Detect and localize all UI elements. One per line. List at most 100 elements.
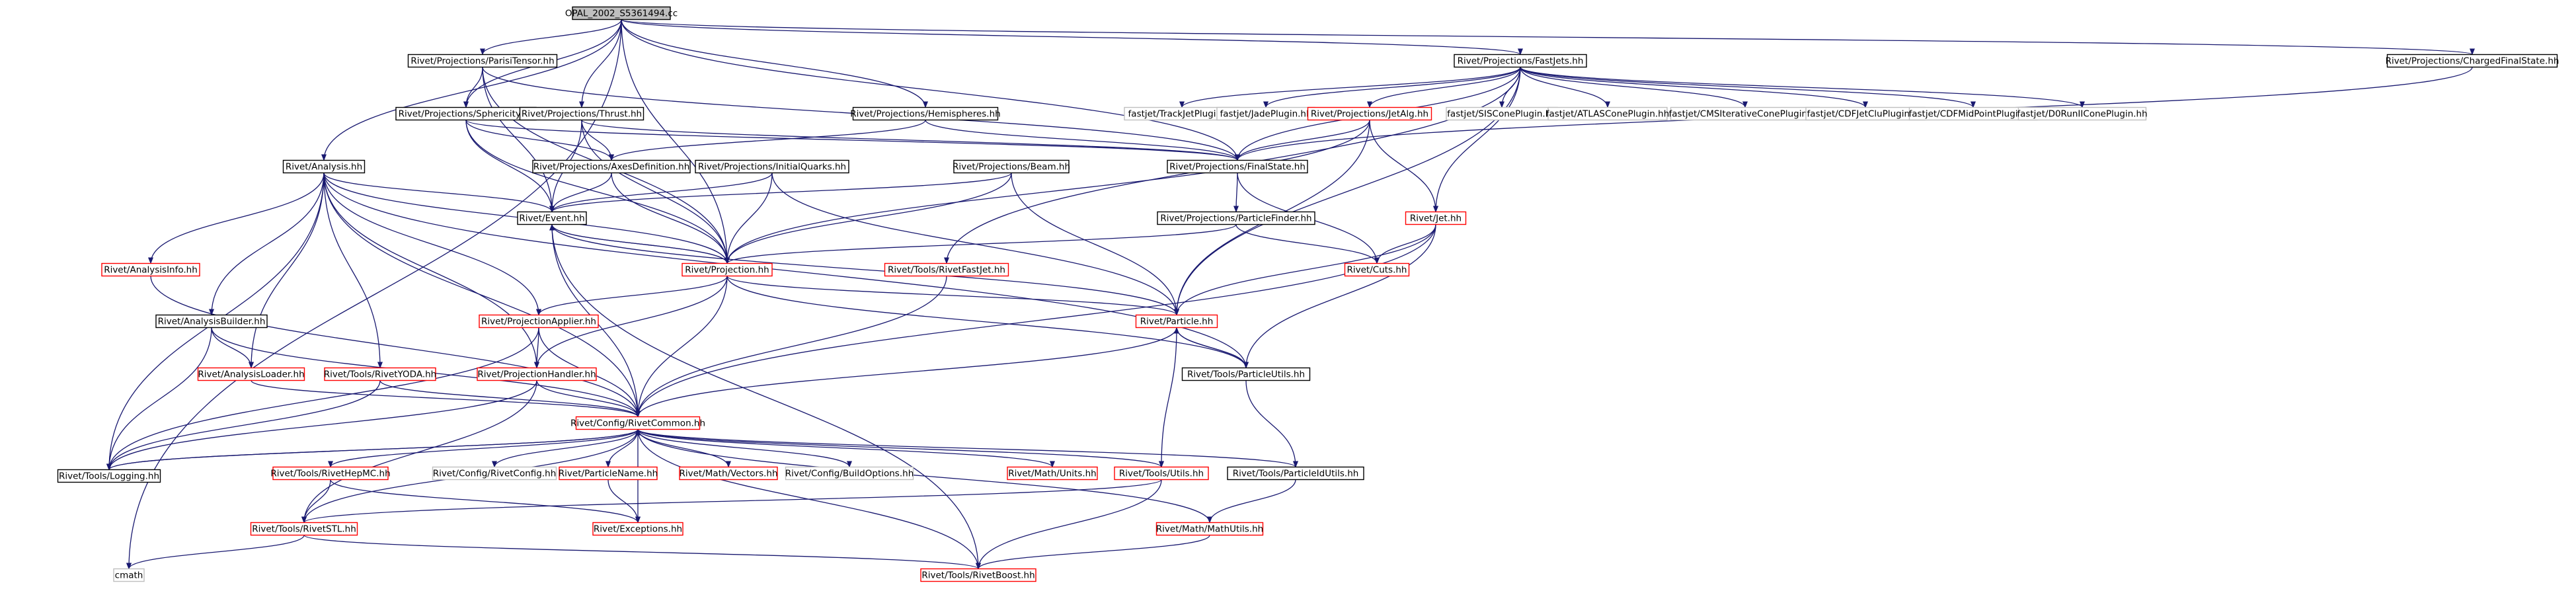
- edge-projection-to-particle: [726, 275, 1179, 316]
- node-chargedfs[interactable]: Rivet/Projections/ChargedFinalState.hh: [2386, 54, 2559, 68]
- edge-root-to-cmath: [126, 19, 622, 570]
- node-label: Rivet/Analysis.hh: [286, 162, 362, 173]
- node-jet[interactable]: Rivet/Jet.hh: [1405, 211, 1467, 225]
- node-utils[interactable]: Rivet/Tools/Utils.hh: [1114, 466, 1209, 481]
- node-buildoptions: Rivet/Config/BuildOptions.hh: [785, 466, 914, 481]
- edge-fastjets-to-cmsiter: [1520, 67, 1748, 108]
- node-box: [852, 106, 999, 121]
- node-box: [324, 367, 436, 381]
- node-label: fastjet/D0RunIIConePlugin.hh: [2017, 109, 2147, 120]
- node-particlefinder[interactable]: Rivet/Projections/ParticleFinder.hh: [1157, 211, 1315, 225]
- node-projection[interactable]: Rivet/Projection.hh: [682, 262, 773, 277]
- node-sphericity[interactable]: Rivet/Projections/Sphericity.hh: [395, 106, 537, 121]
- edge-projection-to-rivetcommon: [635, 276, 728, 418]
- node-rivetstl[interactable]: Rivet/Tools/RivetSTL.hh: [250, 522, 358, 536]
- edge-root-to-finalstate: [621, 19, 1240, 161]
- edge-jetalg-to-projection: [724, 120, 1370, 264]
- edge-rivethepmc-to-exceptions: [330, 479, 641, 524]
- node-cuts[interactable]: Rivet/Cuts.hh: [1344, 262, 1410, 277]
- edge-analysisloader-to-rivetcommon: [251, 379, 641, 418]
- node-rivetcommon[interactable]: Rivet/Config/RivetCommon.hh: [570, 416, 705, 430]
- node-exceptions[interactable]: Rivet/Exceptions.hh: [592, 522, 683, 536]
- node-particlename[interactable]: Rivet/ParticleName.hh: [559, 466, 658, 481]
- node-hemispheres[interactable]: Rivet/Projections/Hemispheres.hh: [850, 106, 1001, 121]
- node-finalstate[interactable]: Rivet/Projections/FinalState.hh: [1167, 159, 1308, 174]
- node-box: [1307, 106, 1432, 121]
- edge-particleidutils-to-mathutils: [1207, 479, 1296, 524]
- node-jade: fastjet/JadePlugin.hh: [1216, 106, 1315, 121]
- node-analysisbuilder[interactable]: Rivet/AnalysisBuilder.hh: [155, 314, 268, 329]
- node-label: Rivet/Tools/RivetHepMC.hh: [270, 469, 390, 479]
- node-vectors[interactable]: Rivet/Math/Vectors.hh: [679, 466, 778, 481]
- node-label: Rivet/Projection.hh: [685, 265, 769, 276]
- node-fastjets[interactable]: Rivet/Projections/FastJets.hh: [1454, 54, 1587, 68]
- edge-fastjets-to-jade: [1263, 67, 1521, 108]
- edge-projhandler-to-rivetcommon: [536, 380, 641, 418]
- node-box: [57, 469, 161, 483]
- node-atlascone: fastjet/ATLASConePlugin.hh: [1546, 106, 1670, 121]
- edge-projhandler-to-logging: [106, 380, 537, 471]
- edge-jet-to-cuts: [1374, 224, 1436, 264]
- node-rivetconfig: Rivet/Config/RivetConfig.hh: [432, 466, 557, 481]
- edge-fastjets-to-particle: [1174, 67, 1521, 316]
- node-rivethepmc[interactable]: Rivet/Tools/RivetHepMC.hh: [270, 466, 391, 481]
- node-projhandler[interactable]: Rivet/ProjectionHandler.hh: [477, 367, 597, 381]
- node-box: [113, 568, 145, 582]
- node-box: [517, 211, 587, 225]
- edge-rivetcommon-to-rivethepmc: [328, 429, 639, 468]
- node-particleidutils[interactable]: Rivet/Tools/ParticleIdUtils.hh: [1227, 466, 1364, 481]
- node-label: Rivet/Tools/RivetYODA.hh: [324, 370, 436, 380]
- node-rivetyoda[interactable]: Rivet/Tools/RivetYODA.hh: [324, 367, 436, 381]
- node-particleutils[interactable]: Rivet/Tools/ParticleUtils.hh: [1181, 367, 1311, 381]
- edge-logging-to-rivetcommon: [108, 428, 641, 471]
- edge-sphericity-to-projection: [465, 120, 730, 264]
- node-beam[interactable]: Rivet/Projections/Beam.hh: [953, 159, 1070, 174]
- edge-root-to-thrusttensor: [480, 19, 622, 56]
- node-box: [532, 159, 691, 174]
- node-box: [1181, 367, 1311, 381]
- node-event[interactable]: Rivet/Event.hh: [517, 211, 587, 225]
- node-thrust[interactable]: Rivet/Projections/Thrust.hh: [519, 106, 644, 121]
- node-label: Rivet/Projections/FastJets.hh: [1458, 56, 1584, 67]
- edge-analysis-to-analysisloader: [249, 173, 325, 369]
- node-label: Rivet/Projections/Beam.hh: [953, 162, 1070, 173]
- node-label: Rivet/Tools/ParticleUtils.hh: [1187, 370, 1305, 380]
- edge-analysisbuilder-to-analysisloader: [211, 327, 254, 369]
- node-box: [519, 106, 644, 121]
- node-units[interactable]: Rivet/Math/Units.hh: [1007, 466, 1098, 481]
- node-rivetfastjet[interactable]: Rivet/Tools/RivetFastJet.hh: [884, 262, 1009, 277]
- edge-jet-to-rivetcommon: [635, 224, 1436, 418]
- node-axes[interactable]: Rivet/Projections/AxesDefinition.hh: [532, 159, 691, 174]
- node-label: Rivet/Jet.hh: [1410, 214, 1462, 224]
- node-analysisinfo[interactable]: Rivet/AnalysisInfo.hh: [101, 262, 200, 277]
- edge-particlename-to-exceptions: [607, 479, 641, 524]
- node-label: Rivet/Exceptions.hh: [594, 524, 682, 535]
- node-particle[interactable]: Rivet/Particle.hh: [1135, 314, 1218, 329]
- node-jetalg[interactable]: Rivet/Projections/JetAlg.hh: [1307, 106, 1432, 121]
- edge-fastjets-to-jetalg: [1367, 67, 1521, 108]
- node-rivetboost[interactable]: Rivet/Tools/RivetBoost.hh: [920, 568, 1036, 582]
- node-label: fastjet/ATLASConePlugin.hh: [1546, 109, 1670, 120]
- edge-analysis-to-projapplier: [323, 173, 541, 316]
- node-label: Rivet/Tools/Utils.hh: [1119, 469, 1204, 479]
- node-siscone: fastjet/SISConePlugin.hh: [1446, 106, 1558, 121]
- edge-beam-to-projection: [724, 173, 1012, 264]
- node-analysisloader[interactable]: Rivet/AnalysisLoader.hh: [197, 367, 305, 381]
- node-label: Rivet/Math/MathUtils.hh: [1156, 524, 1263, 535]
- edge-hemispheres-to-finalstate: [925, 120, 1240, 161]
- node-box: [1405, 211, 1467, 225]
- node-projapplier[interactable]: Rivet/ProjectionApplier.hh: [479, 314, 599, 329]
- node-thrusttensor[interactable]: Rivet/Projections/ParisiTensor.hh: [407, 54, 558, 68]
- node-label: Rivet/Projections/Thrust.hh: [522, 109, 642, 120]
- edge-analysis-to-analysisinfo: [148, 173, 325, 264]
- node-label: Rivet/Projections/Sphericity.hh: [399, 109, 534, 120]
- node-mathutils[interactable]: Rivet/Math/MathUtils.hh: [1156, 522, 1263, 536]
- edge-jetalg-to-finalstate: [1235, 120, 1370, 161]
- node-label: Rivet/Cuts.hh: [1347, 265, 1407, 276]
- node-initialquarks[interactable]: Rivet/Projections/InitialQuarks.hh: [695, 159, 849, 174]
- edge-root-to-fastjets: [621, 19, 1523, 56]
- node-logging[interactable]: Rivet/Tools/Logging.hh: [57, 469, 161, 483]
- node-analysis[interactable]: Rivet/Analysis.hh: [282, 159, 366, 174]
- node-box: [592, 522, 683, 536]
- node-label: Rivet/AnalysisLoader.hh: [198, 370, 304, 380]
